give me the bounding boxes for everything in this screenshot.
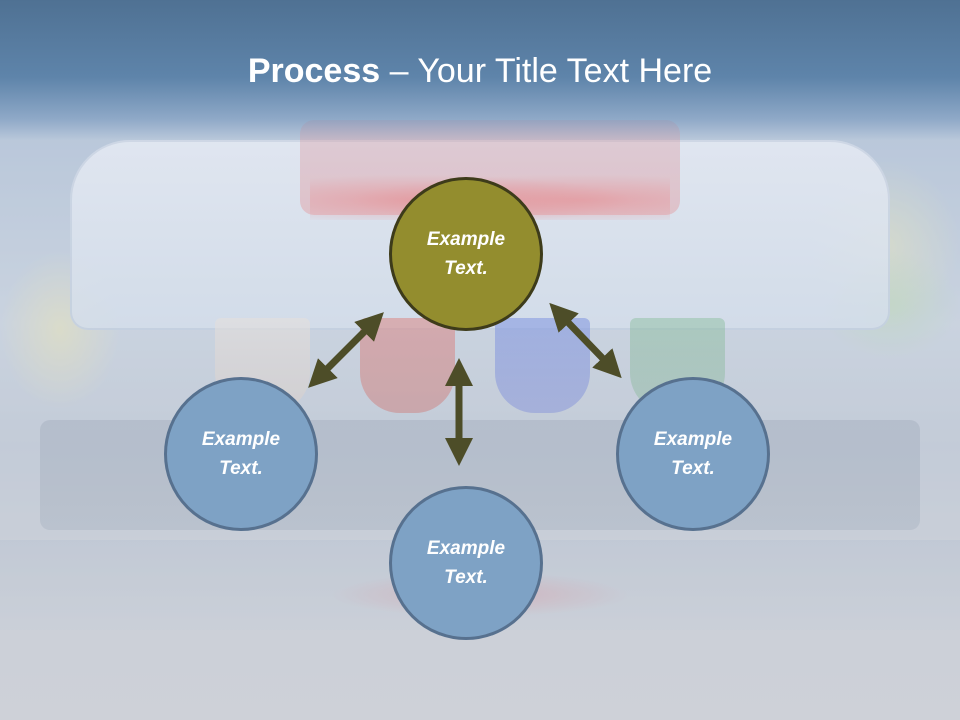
process-node-center[interactable]: Example Text. bbox=[389, 177, 543, 331]
slide-title[interactable]: Process – Your Title Text Here bbox=[0, 52, 960, 91]
title-bold: Process bbox=[247, 52, 381, 90]
node-label: Example Text. bbox=[426, 229, 506, 279]
process-node-right[interactable]: Example Text. bbox=[616, 377, 770, 531]
node-label: Example Text. bbox=[653, 429, 733, 479]
node-label: Example Text. bbox=[426, 538, 506, 588]
arrow-center-right bbox=[549, 302, 622, 379]
title-rest: – Your Title Text Here bbox=[380, 52, 713, 90]
title-band bbox=[0, 0, 960, 140]
node-label: Example Text. bbox=[201, 429, 281, 479]
process-node-left[interactable]: Example Text. bbox=[164, 377, 318, 531]
arrow-center-left bbox=[308, 312, 384, 388]
process-node-bottom[interactable]: Example Text. bbox=[389, 486, 543, 640]
